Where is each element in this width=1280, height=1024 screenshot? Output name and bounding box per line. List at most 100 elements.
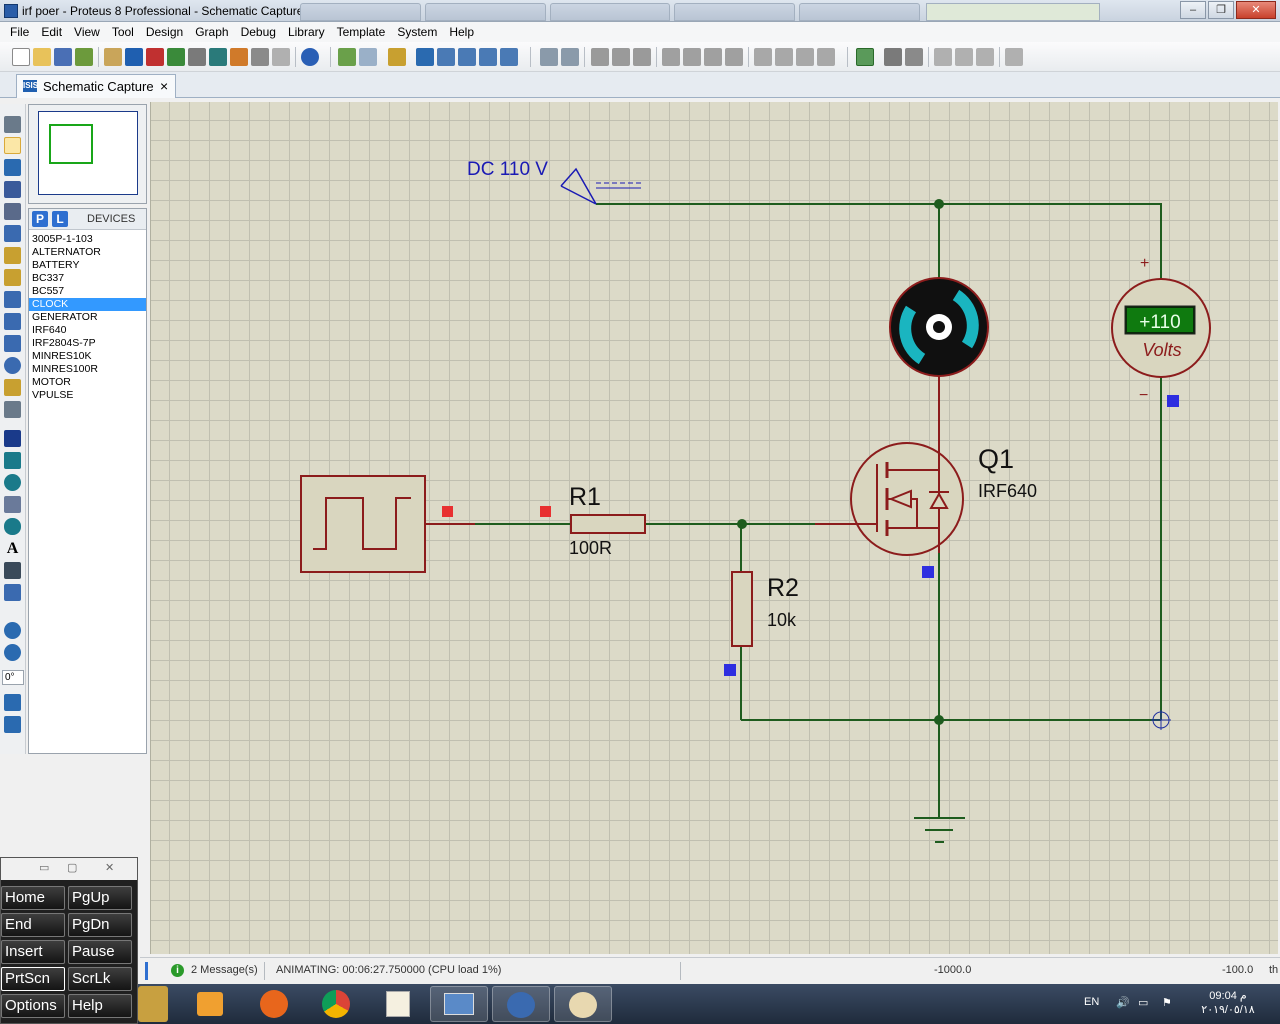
refresh-icon[interactable] — [338, 48, 356, 66]
language-indicator[interactable]: EN — [1084, 996, 1100, 1008]
grid-icon[interactable] — [359, 48, 377, 66]
symbol-icon[interactable] — [4, 562, 21, 579]
probe-icon[interactable] — [4, 379, 21, 396]
text-icon[interactable]: A — [6, 540, 19, 557]
osk-minimize-icon[interactable]: ▭ — [39, 862, 50, 874]
mirror-vertical-icon[interactable] — [4, 716, 21, 733]
text-script-icon[interactable] — [4, 203, 21, 220]
overview-visible-area[interactable] — [49, 124, 93, 164]
document-editor-icon[interactable] — [378, 986, 418, 1022]
proteus-taskbar-icon[interactable] — [492, 986, 550, 1022]
source-code-icon[interactable] — [251, 48, 269, 66]
media-player-icon[interactable] — [190, 986, 230, 1022]
library-manager-button[interactable]: L — [52, 211, 68, 227]
make-device-icon[interactable] — [775, 48, 793, 66]
graph-icon[interactable] — [4, 313, 21, 330]
overview-window[interactable] — [28, 104, 147, 204]
design-explorer-icon[interactable] — [209, 48, 227, 66]
flag-icon[interactable]: ⚑ — [1162, 997, 1172, 1009]
menu-design[interactable]: Design — [145, 25, 184, 39]
cut-icon[interactable] — [591, 48, 609, 66]
path-icon[interactable] — [4, 518, 21, 535]
schematic-icon[interactable] — [125, 48, 143, 66]
copy-icon[interactable] — [612, 48, 630, 66]
pick-devices-button[interactable]: P — [32, 211, 48, 227]
key-pause[interactable]: Pause — [68, 940, 132, 964]
search-icon[interactable] — [884, 48, 902, 66]
new-file-icon[interactable] — [12, 48, 30, 66]
menu-view[interactable]: View — [74, 25, 100, 39]
key-options[interactable]: Options — [1, 994, 65, 1018]
mirror-horizontal-icon[interactable] — [4, 694, 21, 711]
line-icon[interactable] — [4, 430, 21, 447]
chrome-icon[interactable] — [316, 986, 356, 1022]
close-button[interactable]: ✕ — [1236, 1, 1276, 19]
network-icon[interactable]: ▭ — [1138, 997, 1149, 1009]
block-move-icon[interactable] — [683, 48, 701, 66]
block-rotate-icon[interactable] — [704, 48, 722, 66]
resistor-r1[interactable]: R1 100R — [540, 483, 646, 558]
electrical-rule-check-icon[interactable] — [1005, 48, 1023, 66]
redo-icon[interactable] — [561, 48, 579, 66]
undo-icon[interactable] — [540, 48, 558, 66]
3d-viewer-icon[interactable] — [167, 48, 185, 66]
tab-close-icon[interactable]: × — [160, 78, 169, 94]
virtual-instruments-icon[interactable] — [4, 401, 21, 418]
junction-dot[interactable] — [934, 715, 944, 725]
circle-icon[interactable] — [4, 474, 21, 491]
save-icon[interactable] — [54, 48, 72, 66]
remote-desktop-icon[interactable] — [430, 986, 488, 1022]
buses-icon[interactable] — [4, 225, 21, 242]
osk-close-icon[interactable]: ✕ — [105, 862, 115, 874]
home-icon[interactable] — [104, 48, 122, 66]
wire-label-icon[interactable] — [4, 181, 21, 198]
menu-template[interactable]: Template — [336, 25, 386, 39]
subcircuit-icon[interactable] — [4, 247, 21, 264]
file-explorer-icon[interactable] — [138, 986, 168, 1022]
device-item[interactable]: BC337 — [32, 272, 65, 284]
osk-restore-icon[interactable]: ▢ — [67, 862, 78, 874]
resistor-r2[interactable]: R2 10k — [724, 571, 799, 676]
background-tab[interactable] — [424, 3, 546, 21]
schematic-canvas[interactable]: DC 110 V R1 100R R2 10k — [150, 102, 1278, 954]
menu-file[interactable]: File — [10, 25, 30, 39]
power-terminal[interactable]: DC 110 V — [467, 159, 641, 205]
animation-controls[interactable] — [145, 962, 148, 980]
firefox-icon[interactable] — [254, 986, 294, 1022]
device-item[interactable]: IRF2804S-7P — [32, 337, 96, 349]
menu-graph[interactable]: Graph — [195, 25, 229, 39]
terminals-icon[interactable] — [4, 269, 21, 286]
menu-tool[interactable]: Tool — [111, 25, 134, 39]
background-tab[interactable] — [300, 3, 421, 21]
background-tab[interactable] — [799, 3, 920, 21]
restore-button[interactable]: ❐ — [1208, 1, 1234, 19]
pcb-layout-icon[interactable] — [146, 48, 164, 66]
pan-icon[interactable] — [416, 48, 434, 66]
arc-icon[interactable] — [4, 496, 21, 513]
pick-device-icon[interactable] — [754, 48, 772, 66]
volume-icon[interactable]: 🔊 — [1116, 997, 1130, 1009]
key-insert[interactable]: Insert — [1, 940, 65, 964]
menu-system[interactable]: System — [397, 25, 438, 39]
device-item[interactable]: GENERATOR — [32, 311, 98, 323]
block-delete-icon[interactable] — [725, 48, 743, 66]
device-item[interactable]: BATTERY — [32, 259, 80, 271]
clock-generator[interactable] — [300, 475, 453, 573]
background-tab[interactable] — [926, 3, 1100, 21]
zoom-area-icon[interactable] — [500, 48, 518, 66]
message-count[interactable]: 2 Message(s) — [191, 964, 258, 976]
remove-sheet-icon[interactable] — [955, 48, 973, 66]
wire-supply[interactable] — [596, 203, 1162, 279]
device-item[interactable]: MOTOR — [32, 376, 71, 388]
info-icon[interactable]: i — [171, 964, 184, 977]
system-clock[interactable]: 09:04 م ٢٠١٩/٠٥/١٨ — [1195, 989, 1261, 1017]
rotation-angle-field[interactable]: 0° — [2, 670, 24, 685]
tab-schematic-capture[interactable]: ISIS Schematic Capture × — [16, 74, 176, 98]
generator-icon[interactable] — [4, 357, 21, 374]
rotate-clockwise-icon[interactable] — [4, 622, 21, 639]
wire-autorouter-icon[interactable] — [856, 48, 874, 66]
junction-dot[interactable] — [934, 199, 944, 209]
menu-library[interactable]: Library — [287, 25, 325, 39]
junction-dot-icon[interactable] — [4, 159, 21, 176]
device-item[interactable]: MINRES100R — [32, 363, 98, 375]
